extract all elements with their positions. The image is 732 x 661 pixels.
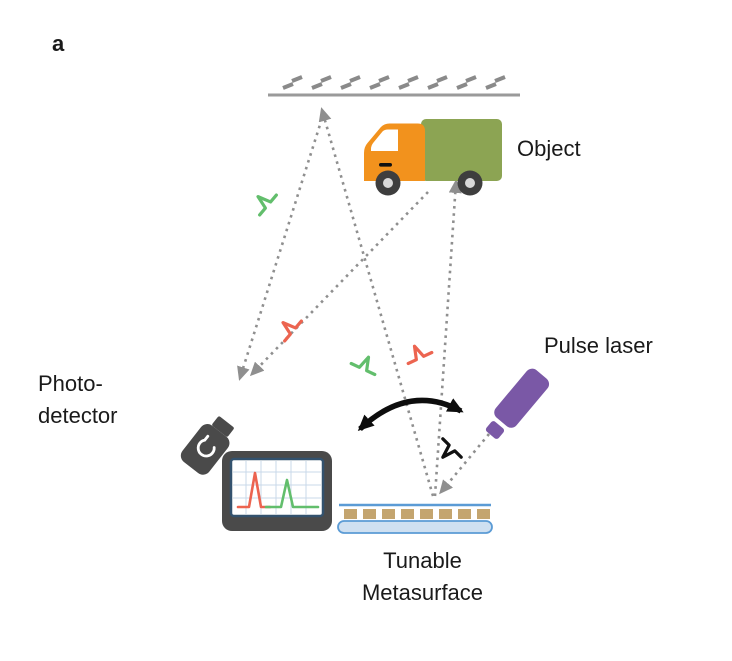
oscilloscope-screen-icon [222,451,332,531]
metasurface-pad [344,509,357,519]
object-label: Object [517,136,581,161]
metasurface-pads [344,509,490,519]
beam-laser-to-metasurface [439,433,491,495]
pulse-laser-label: Pulse laser [544,333,653,358]
beam-object-to-photodetector [249,191,429,377]
truck-door-handle [379,163,392,167]
photodetector-lens [212,416,234,437]
truck-cargo-box [421,119,502,181]
photodetector-label: Photo- detector [38,371,118,428]
green-pulse-icon-lower [349,350,382,377]
laser-body [494,368,550,428]
metasurface-pad [363,509,376,519]
beam-paths [237,107,491,497]
metasurface-pad [382,509,395,519]
photodetector-camera-icon [180,416,234,475]
metasurface-chip-icon [337,503,493,534]
green-pulse-icon-upper [248,185,278,217]
pulse-laser-icon [485,368,550,439]
beam-ceiling-to-photodetector [237,111,326,381]
beam-metasurface-to-object [433,179,462,497]
panel-label: a [52,31,65,56]
beam-steering-double-arrow-icon [357,397,464,432]
photodetector-coil [196,434,216,458]
orange-pulse-icon-upper [273,311,303,343]
metasurface-pad [439,509,452,519]
metasurface-substrate [337,520,493,534]
truck-icon [364,119,502,196]
truck-wheel-front-hub [383,178,393,188]
metasurface-pad [458,509,471,519]
ceiling-hatch-marks [282,75,506,90]
beam-metasurface-to-ceiling [318,107,435,497]
metasurface-pad [420,509,433,519]
truck-wheel-rear-hub [465,178,475,188]
metasurface-label: Tunable Metasurface [361,548,484,605]
laser-tip [485,421,505,439]
orange-pulse-icon-lower [401,339,434,366]
green-pulse-trace [264,478,320,509]
hatched-surface-icon [268,75,520,97]
red-pulse-trace [236,471,272,509]
metasurface-pad [401,509,414,519]
truck-window [371,129,398,151]
screen-grid [233,461,321,514]
metasurface-pad [477,509,490,519]
photodetector-body [180,424,230,475]
